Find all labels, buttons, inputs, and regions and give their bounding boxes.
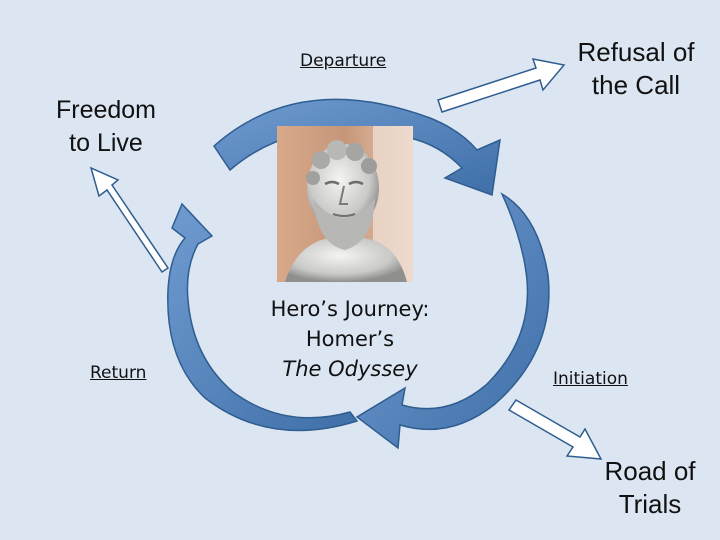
outcome-freedom-line2: to Live (69, 129, 143, 157)
outcome-refusal-line1: Refusal of (577, 37, 695, 67)
outcome-road-line1: Road of (604, 456, 696, 486)
stage-label-initiation: Initiation (553, 369, 628, 389)
arrow-to-refusal (437, 58, 566, 113)
stage-label-return: Return (90, 363, 147, 383)
cycle-arrow-return-to-departure (167, 202, 359, 432)
outcome-freedom-line1: Freedom (55, 96, 157, 124)
outcome-road-of-trials: Road of Trials (588, 455, 712, 521)
arrow-to-freedom (89, 166, 170, 274)
outcome-refusal-line2: the Call (591, 70, 681, 100)
outcome-freedom-to-live: Freedom to Live (36, 94, 176, 160)
marble-bust-image (277, 126, 413, 282)
center-title: Hero’s Journey: Homer’s The Odyssey (240, 294, 460, 384)
outcome-refusal-of-the-call: Refusal of the Call (564, 36, 708, 102)
arrow-to-road-of-trials (507, 399, 603, 460)
stage-label-departure: Departure (300, 51, 387, 71)
cycle-arrow-initiation-to-return (355, 192, 550, 450)
outcome-road-line2: Trials (618, 489, 682, 519)
center-title-line2: Homer’s (305, 327, 395, 351)
center-title-line1: Hero’s Journey: (270, 297, 430, 321)
center-title-line3: The Odyssey (282, 357, 418, 381)
